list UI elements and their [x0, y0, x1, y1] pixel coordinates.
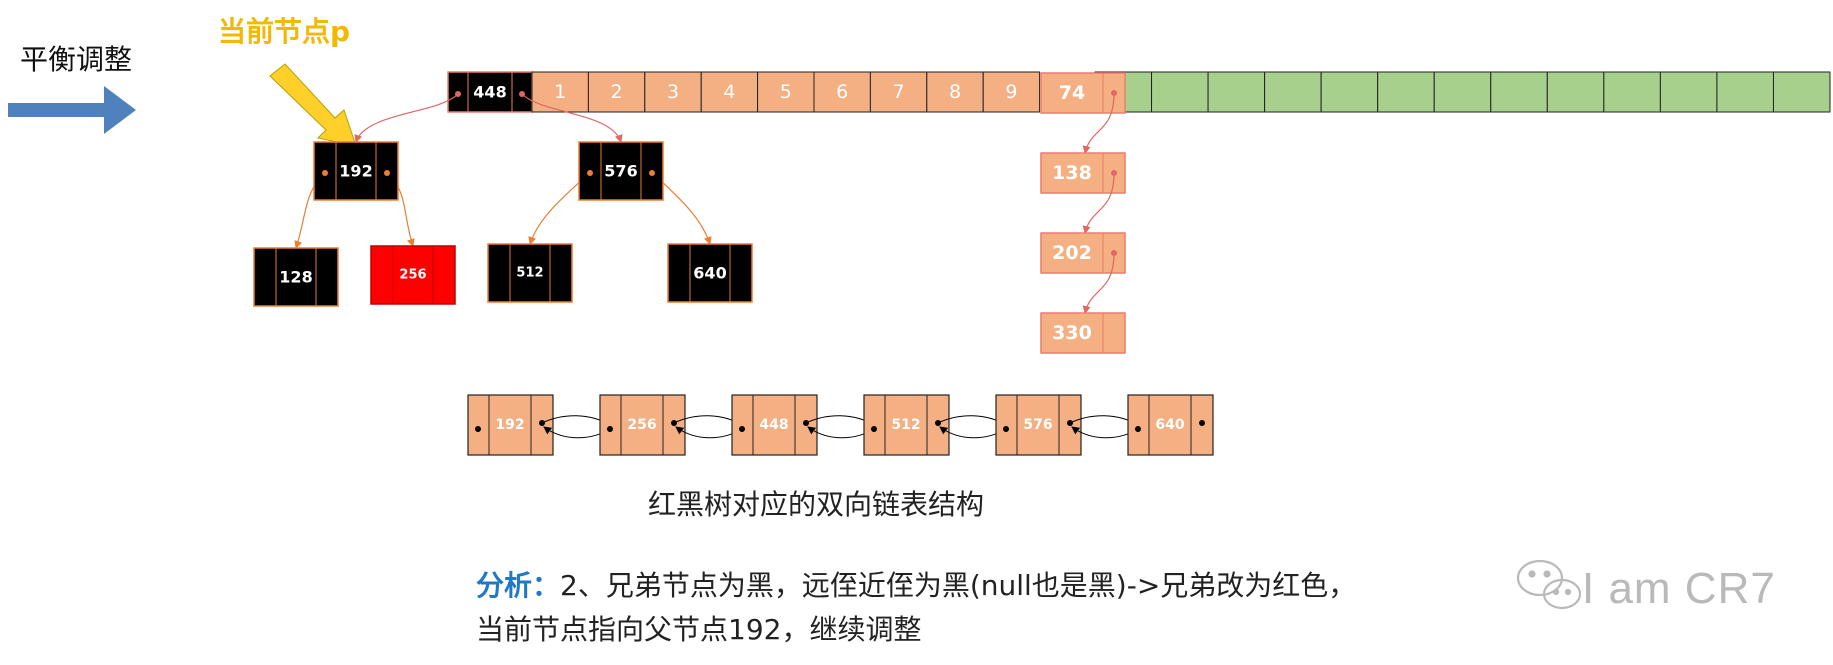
array-cell: [869, 71, 928, 113]
array-cell-label: 5: [780, 81, 792, 103]
bucket-node-value: 202: [1052, 242, 1092, 264]
array-empty-cell: [1433, 71, 1492, 113]
list-prev-dot: [607, 426, 613, 432]
array-empty-cell: [1603, 71, 1661, 113]
array-cell: [926, 71, 984, 113]
analysis-text: 分析：2、兄弟节点为黑，远侄近侄为黑(null也是黑)->兄弟改为红色， 当前节…: [476, 564, 1356, 652]
list-next-dot: [1199, 420, 1205, 426]
array-empty-cell: [1546, 71, 1605, 113]
list-node-value: 512: [891, 417, 920, 433]
wechat-eye: [1528, 570, 1536, 578]
right-arrow-icon: [8, 86, 136, 134]
bucket-next-arrow: [1082, 252, 1115, 314]
tree-node-128: [253, 247, 339, 307]
array-empty-cell: [1207, 71, 1266, 113]
list-node-448: [731, 394, 818, 456]
list-node-512: [863, 394, 950, 456]
wechat-bubble-small: [1542, 578, 1582, 610]
array-cell-label: 3: [667, 81, 679, 103]
list-node-value: 448: [759, 417, 788, 433]
tree-node-value: 256: [399, 268, 426, 283]
list-node-576: [995, 394, 1082, 456]
bucket-node-value: 138: [1052, 162, 1092, 184]
tree-node-value: 640: [693, 264, 726, 283]
array-empty-cell: [1151, 71, 1209, 113]
tree-right-dot: [649, 170, 655, 176]
watermark-text: I am CR7: [1582, 564, 1776, 613]
list-caption: 红黑树对应的双向链表结构: [648, 488, 985, 521]
tree-node-value: 192: [339, 162, 372, 181]
array-head-cell: [447, 71, 533, 113]
list-node-192: [467, 394, 554, 456]
array-cell-label: 9: [1005, 81, 1017, 103]
array-empty-cell: [1490, 71, 1548, 113]
bucket-node: [1040, 312, 1126, 354]
array-empty-cell: [1772, 71, 1831, 113]
array-cell-label: 7: [893, 81, 905, 103]
list-node-value: 576: [1023, 417, 1052, 433]
array-cell-label: 2: [611, 81, 623, 103]
array-cell-label: 8: [949, 81, 961, 103]
wechat-eye: [1552, 588, 1560, 596]
array-cell: [644, 71, 702, 113]
tree-node-value: 128: [279, 268, 312, 287]
array-empty-cell: [1377, 71, 1435, 113]
watermark: I am CR7: [1582, 564, 1776, 614]
analysis-line2: 当前节点指向父节点192，继续调整: [476, 613, 922, 646]
bucket-node-value: 330: [1052, 322, 1092, 344]
tree-node-value: 576: [604, 162, 637, 181]
tree-node-192: [313, 141, 399, 201]
array-cell: [531, 71, 589, 113]
analysis-line1: 2、兄弟节点为黑，远侄近侄为黑(null也是黑)->兄弟改为红色，: [560, 569, 1357, 602]
tree-right-dot: [384, 170, 390, 176]
analysis-key: 分析：: [476, 569, 561, 602]
array-cell-label: 4: [723, 81, 735, 103]
array-cell: [587, 71, 646, 113]
array-empty-cell: [1320, 71, 1379, 113]
tree-node-256: [370, 245, 456, 305]
array-cell: [982, 71, 1041, 113]
array-cell: [757, 71, 815, 113]
array-cell: [700, 71, 759, 113]
bucket-node: [1040, 232, 1126, 274]
list-prev-dot: [475, 426, 481, 432]
array-head-value: 448: [473, 83, 506, 102]
tree-node-512: [487, 243, 573, 303]
bucket-next-arrow: [1082, 92, 1115, 154]
tree-node-640: [667, 243, 753, 303]
wechat-eye: [1564, 588, 1572, 596]
array-empty-cell: [1264, 71, 1322, 113]
list-prev-dot: [739, 426, 745, 432]
list-prev-dot: [1003, 426, 1009, 432]
tree-left-dot: [322, 170, 328, 176]
tree-left-dot: [587, 170, 593, 176]
array-empty-cell: [1659, 71, 1718, 113]
array-cell-label: 1: [554, 81, 566, 103]
wechat-icon: [1516, 559, 1582, 610]
list-prev-dot: [871, 426, 877, 432]
page-title: 平衡调整: [20, 43, 133, 76]
list-node-value: 640: [1155, 417, 1184, 433]
wechat-eye: [1543, 570, 1551, 578]
tree-edge: [354, 93, 459, 143]
bucket-next-arrow: [1082, 172, 1115, 234]
list-node-640: [1127, 394, 1214, 456]
tree-edge: [521, 93, 623, 143]
list-node-value: 256: [627, 417, 656, 433]
wechat-bubble-large: [1516, 559, 1564, 597]
pointer-arrow-icon: [269, 63, 357, 147]
tree-node-value: 512: [516, 266, 543, 281]
array-empty-cell: [1716, 71, 1774, 113]
tree-node-576: [578, 141, 664, 201]
array-cell: [813, 71, 871, 113]
list-prev-dot: [1135, 426, 1141, 432]
array-cell-label: 6: [836, 81, 848, 103]
list-node-value: 192: [495, 417, 524, 433]
bucket-node-value: 74: [1059, 82, 1085, 104]
current-node-label: 当前节点p: [218, 15, 351, 48]
list-node-256: [599, 394, 686, 456]
